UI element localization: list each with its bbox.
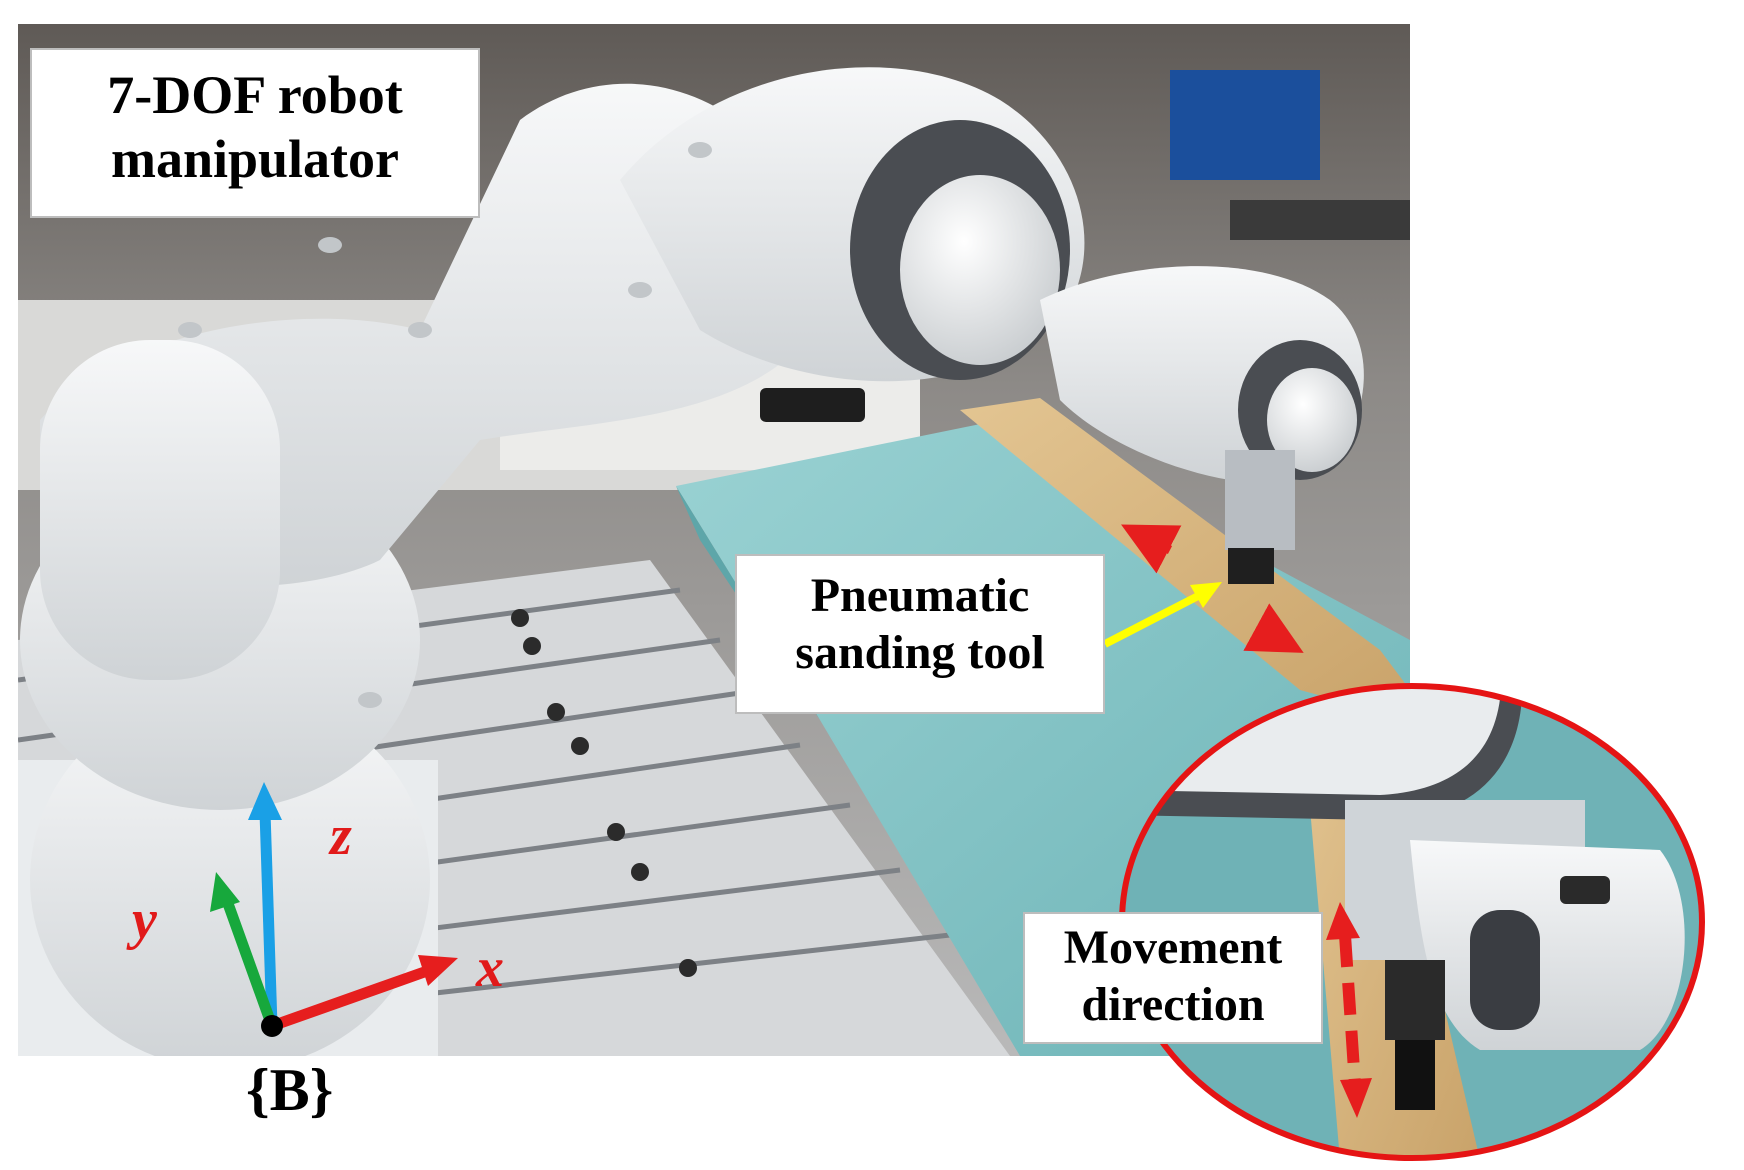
tool-label-line2: sanding tool bbox=[795, 625, 1045, 679]
frame-origin bbox=[261, 1015, 283, 1037]
x-axis-label: x bbox=[476, 937, 504, 999]
tool-pointer-arrow bbox=[1103, 582, 1222, 648]
movement-direction-arrow bbox=[1326, 902, 1372, 1118]
base-frame-label: {B} bbox=[246, 1057, 334, 1123]
tool-label: Pneumatic sanding tool bbox=[735, 554, 1105, 714]
y-axis-head bbox=[210, 872, 240, 912]
robot-label-line2: manipulator bbox=[110, 128, 400, 189]
x-axis-arrow bbox=[270, 964, 432, 1032]
z-axis-arrow bbox=[259, 811, 278, 1027]
x-axis-head bbox=[418, 955, 458, 986]
coordinate-frame bbox=[210, 782, 458, 1037]
robot-label: 7-DOF robot manipulator bbox=[30, 48, 480, 218]
tool-label-line1: Pneumatic bbox=[810, 569, 1030, 622]
movement-label-line2: direction bbox=[1081, 977, 1265, 1031]
robot-label-line1: 7-DOF robot bbox=[107, 65, 403, 125]
z-axis-head bbox=[248, 782, 282, 820]
zoom-inset bbox=[1119, 683, 1705, 1161]
y-axis-label: y bbox=[132, 889, 157, 951]
y-axis-arrow bbox=[220, 896, 278, 1028]
movement-label-line1: Movement bbox=[1063, 921, 1283, 974]
z-axis-label: z bbox=[330, 805, 352, 867]
movement-label: Movement direction bbox=[1023, 912, 1323, 1044]
